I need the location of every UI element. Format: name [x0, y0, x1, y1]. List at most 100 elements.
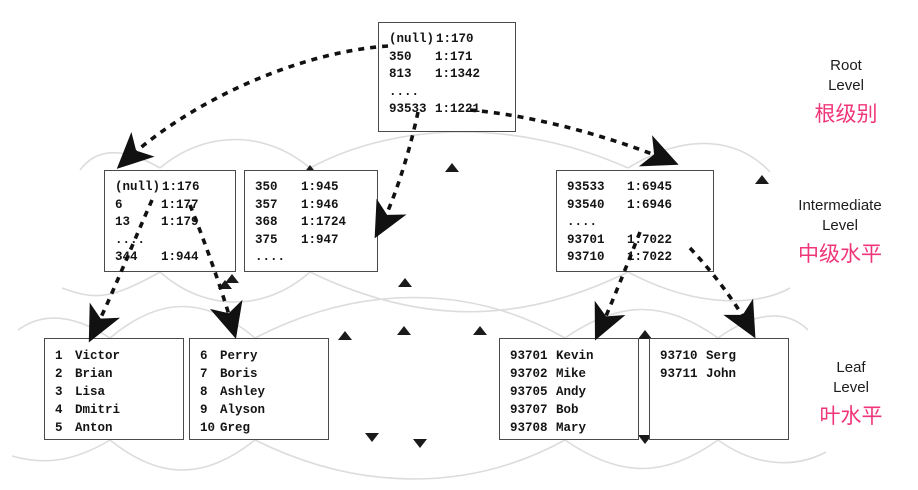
- root-value: 1:1342: [435, 67, 481, 81]
- leaf-row: 4 Dmitri: [45, 401, 183, 419]
- leaf-row: 8 Ashley: [190, 383, 328, 401]
- leaf-name: Perry: [220, 349, 258, 363]
- intermediate-row: 93540 1:6946: [557, 197, 713, 215]
- leaf-name: Ashley: [220, 385, 266, 399]
- leaf-id: 8: [200, 385, 208, 399]
- leaf-id: 93708: [510, 421, 548, 435]
- root-row: (null) 1:170: [379, 31, 515, 49]
- intermediate-node-2[interactable]: 350 1:945 357 1:946 368 1:1724 375 1:947…: [244, 170, 378, 272]
- leaf-row: 93701 Kevin: [500, 347, 638, 365]
- intermediate-key: 375: [255, 232, 278, 247]
- intermediate-key: ....: [255, 250, 286, 264]
- sibling-arc: [254, 439, 566, 480]
- leaf-name: John: [706, 367, 737, 381]
- leaf-name: Boris: [220, 367, 258, 381]
- leaf-row: 7 Boris: [190, 365, 328, 383]
- level-label-root-line2: Level: [828, 77, 864, 94]
- sibling-arc: [79, 152, 161, 171]
- intermediate-key: 13: [115, 215, 131, 229]
- root-row: 93533 1:1221: [379, 101, 515, 119]
- leaf-row: 93711 John: [650, 365, 788, 383]
- root-row: 350 1:171: [379, 49, 515, 67]
- level-label-root: Root Level 根级别: [776, 56, 916, 128]
- level-label-leaf-line2: Level: [833, 379, 869, 396]
- sibling-arc: [11, 439, 111, 462]
- intermediate-key: 350: [255, 180, 278, 194]
- leaf-id: 93707: [510, 403, 548, 417]
- leaf-node-4[interactable]: 93710 Serg 93711 John: [649, 338, 789, 440]
- sibling-arc: [309, 131, 629, 169]
- sibling-arc: [61, 271, 161, 297]
- level-label-root-line1: Root: [830, 57, 862, 74]
- level-label-intermediate: Intermediate Level 中级水平: [762, 196, 918, 268]
- intermediate-key: ....: [115, 232, 146, 247]
- intermediate-value: [625, 214, 627, 232]
- intermediate-value: [299, 249, 301, 267]
- leaf-id: 9: [200, 403, 208, 417]
- intermediate-row: 375 1:947: [245, 232, 377, 250]
- leaf-id: 7: [200, 367, 208, 381]
- sibling-arc: [717, 315, 809, 339]
- leaf-id: 93710: [660, 349, 698, 363]
- sibling-arc: [717, 439, 827, 464]
- leaf-name: Anton: [75, 421, 113, 435]
- sibling-arc: [159, 138, 311, 169]
- leaf-node-2[interactable]: 6 Perry 7 Boris 8 Ashley 9 Alyson 10 Gre…: [189, 338, 329, 440]
- intermediate-row: 344 1:944: [105, 249, 235, 267]
- sibling-arc: [109, 305, 256, 339]
- intermediate-value: 1:946: [301, 197, 339, 212]
- intermediate-value: 1:177: [161, 197, 199, 212]
- intermediate-value: 1:945: [301, 180, 339, 194]
- leaf-name: Alyson: [220, 403, 266, 417]
- intermediate-value: 1:179: [161, 215, 199, 229]
- leaf-name: Kevin: [556, 349, 594, 363]
- intermediate-row: 6 1:177: [105, 197, 235, 215]
- intermediate-row: ....: [105, 232, 235, 250]
- sibling-arc: [159, 271, 311, 303]
- level-label-leaf: Leaf Level 叶水平: [784, 358, 918, 430]
- intermediate-key: (null): [115, 180, 161, 194]
- level-label-intermediate-line1: Intermediate: [798, 197, 882, 214]
- leaf-name: Serg: [706, 349, 737, 363]
- intermediate-key: 93701: [567, 232, 605, 247]
- intermediate-value: 1:7022: [627, 250, 673, 264]
- intermediate-key: 6: [115, 197, 123, 212]
- sibling-arc: [309, 271, 629, 313]
- leaf-row: 93710 Serg: [650, 347, 788, 365]
- intermediate-row: 350 1:945: [245, 179, 377, 197]
- root-value: 1:1221: [435, 102, 481, 116]
- leaf-id: 5: [55, 421, 63, 435]
- intermediate-node-3[interactable]: 93533 1:6945 93540 1:6946 .... 93701 1:7…: [556, 170, 714, 272]
- leaf-id: 2: [55, 367, 63, 381]
- intermediate-row: 93701 1:7022: [557, 232, 713, 250]
- leaf-name: Lisa: [75, 385, 106, 399]
- root-key: (null): [389, 32, 435, 46]
- leaf-name: Dmitri: [75, 403, 121, 417]
- sibling-arc: [17, 317, 111, 339]
- intermediate-value: 1:6945: [627, 180, 673, 194]
- level-label-root-zh: 根级别: [814, 102, 878, 126]
- leaf-row: 3 Lisa: [45, 383, 183, 401]
- leaf-id: 4: [55, 403, 63, 417]
- leaf-row: 93708 Mary: [500, 419, 638, 437]
- root-key: 93533: [389, 102, 427, 116]
- leaf-name: Andy: [556, 385, 587, 399]
- leaf-id: 93711: [660, 367, 698, 381]
- intermediate-key: ....: [567, 215, 598, 229]
- leaf-id: 3: [55, 385, 63, 399]
- leaf-id: 1: [55, 349, 63, 363]
- leaf-node-1[interactable]: 1 Victor 2 Brian 3 Lisa 4 Dmitri 5 Anton: [44, 338, 184, 440]
- root-row: 813 1:1342: [379, 66, 515, 84]
- leaf-name: Mary: [556, 421, 587, 435]
- intermediate-node-1[interactable]: (null) 1:176 6 1:177 13 1:179 .... 344 1…: [104, 170, 236, 272]
- intermediate-row: 93710 1:7022: [557, 249, 713, 267]
- root-key: ....: [389, 84, 420, 99]
- leaf-id: 6: [200, 349, 208, 363]
- intermediate-row: ....: [245, 249, 377, 267]
- pointer-root-to-int1: [116, 44, 389, 169]
- leaf-node-3[interactable]: 93701 Kevin 93702 Mike 93705 Andy 93707 …: [499, 338, 639, 440]
- root-value: [433, 84, 435, 102]
- intermediate-key: 344: [115, 250, 138, 264]
- intermediate-value: 1:7022: [627, 232, 673, 247]
- root-node[interactable]: (null) 1:170 350 1:171 813 1:1342 .... 9…: [378, 22, 516, 132]
